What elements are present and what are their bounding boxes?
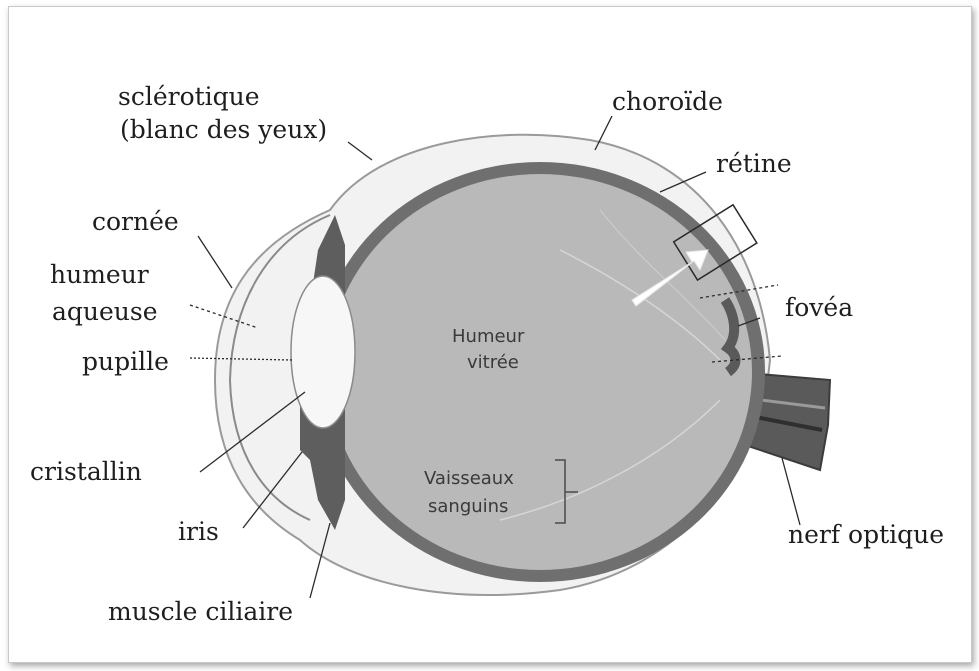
label-humeur-aqueuse-2: aqueuse [52, 297, 158, 326]
label-blanc-des-yeux: (blanc des yeux) [120, 115, 327, 144]
label-vaisseaux-2: sanguins [428, 496, 508, 517]
label-cristallin: cristallin [30, 457, 142, 486]
label-humeur-aqueuse-1: humeur [50, 260, 149, 289]
label-humeur-vitree-2: vitrée [467, 352, 519, 373]
label-choroide: choroïde [612, 87, 723, 116]
label-nerf-optique: nerf optique [788, 520, 944, 549]
label-humeur-vitree-1: Humeur [452, 326, 525, 347]
lens-shape [291, 276, 355, 428]
label-iris: iris [178, 517, 219, 546]
label-muscle-ciliaire: muscle ciliaire [108, 597, 293, 626]
label-fovea: fovéa [785, 293, 853, 322]
label-retine: rétine [716, 149, 792, 178]
leader-line-nerf [782, 458, 800, 525]
label-pupille: pupille [82, 347, 169, 376]
label-sclerotique: sclérotique [118, 82, 260, 111]
leader-line-cornea [198, 236, 232, 288]
label-vaisseaux-1: Vaisseaux [424, 468, 514, 489]
label-cornee: cornée [92, 207, 179, 236]
leader-line-sclera [348, 142, 372, 160]
